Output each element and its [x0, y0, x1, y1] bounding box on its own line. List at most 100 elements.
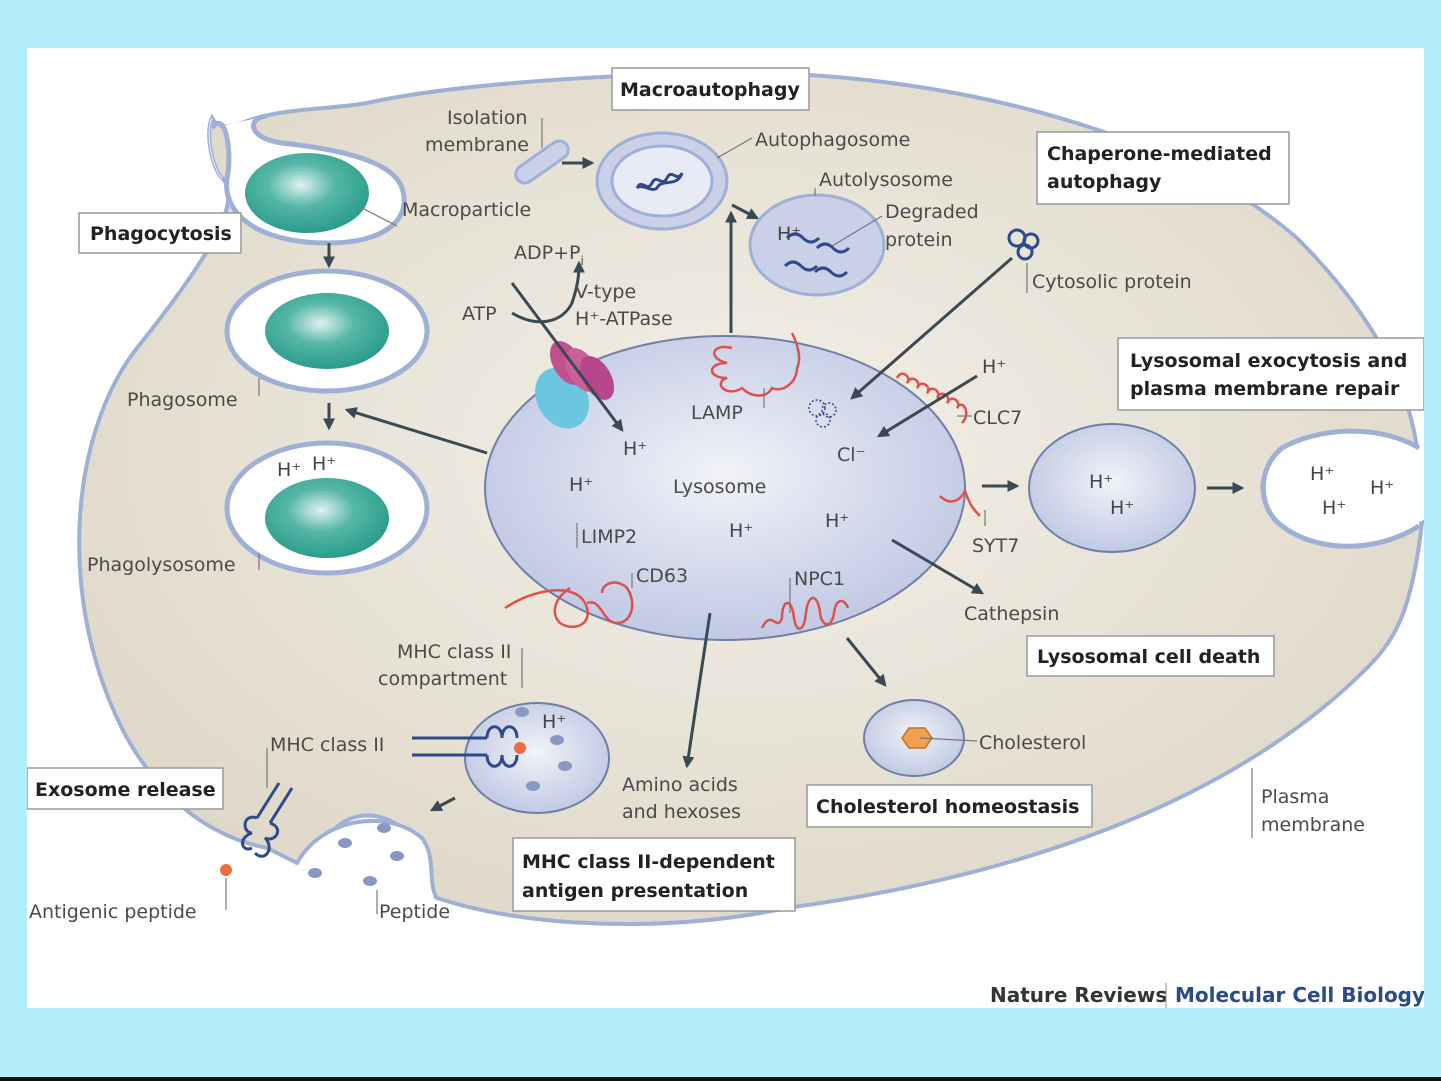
cholesterol-label: Cholesterol	[979, 732, 1086, 754]
lysosome	[484, 335, 966, 641]
adp-subscript: i	[580, 254, 583, 268]
process-box-cholesterol: Cholesterol homeostasis	[806, 784, 1093, 828]
arrow-cholesterol	[845, 637, 887, 687]
process-box-phagocytosis: Phagocytosis	[78, 212, 242, 254]
surface-mhc-class-ii	[241, 815, 280, 858]
proton-label: H⁺	[729, 520, 753, 542]
degraded-protein-fragment	[785, 232, 821, 244]
autolysosome	[748, 193, 886, 297]
peptide-dot	[558, 761, 572, 771]
process-box-exosome: Exosome release	[27, 767, 224, 810]
peptide-dot	[377, 823, 391, 833]
cell-death-title: Lysosomal cell death	[1037, 646, 1260, 668]
bottom-edge	[0, 1077, 1441, 1081]
exosome-pocket	[295, 818, 439, 900]
degraded-protein-fragment	[815, 242, 851, 254]
lysosome-label: Lysosome	[673, 476, 766, 498]
mhc-title-2: antigen presentation	[522, 880, 748, 902]
proton-label: H⁺	[569, 474, 593, 496]
exosome-release-title: Exosome release	[35, 779, 216, 801]
exocytosis-title-2: plasma membrane repair	[1130, 378, 1400, 400]
npc1-protein	[760, 596, 850, 630]
proton-label: H⁺	[1370, 477, 1394, 499]
diagram-canvas: Macroautophagy Phagocytosis Chaperone-me…	[27, 67, 1424, 1008]
macroparticle-label: Macroparticle	[402, 199, 531, 221]
cd63-label: CD63	[636, 565, 688, 587]
macroparticle-2	[265, 293, 389, 369]
atp-label: ATP	[462, 303, 497, 325]
isolation-membrane-label: Isolation	[447, 107, 527, 129]
isolation-membrane-label-2: membrane	[425, 134, 529, 156]
arrow-nutrient-export	[682, 612, 712, 769]
degraded-protein-label-2: protein	[885, 229, 953, 251]
mhc-compartment-label-2: compartment	[378, 668, 507, 690]
lamp-protein	[710, 332, 801, 397]
degraded-protein-fragment	[783, 260, 819, 272]
arrow-lysosome-to-phagosome	[344, 407, 488, 455]
fusion-pore	[1260, 428, 1421, 549]
phagocytosis-title: Phagocytosis	[90, 223, 232, 245]
journal-credit: Nature Reviews	[990, 983, 1167, 1007]
peptide-label: Peptide	[379, 901, 450, 923]
exocytosis-title-1: Lysosomal exocytosis and	[1130, 350, 1407, 372]
antigen-peptide-icon	[514, 742, 526, 754]
proton-label: H⁺	[312, 453, 336, 475]
limp2-label: LIMP2	[581, 526, 637, 548]
cholesterol-homeostasis-title: Cholesterol homeostasis	[816, 796, 1079, 818]
process-box-exocytosis: Lysosomal exocytosis and plasma membrane…	[1117, 337, 1424, 411]
peptide-dot	[308, 868, 322, 878]
cathepsin-label: Cathepsin	[964, 603, 1059, 625]
macroautophagy-title: Macroautophagy	[620, 79, 800, 101]
chaperone-title-1: Chaperone-mediated	[1047, 143, 1272, 165]
autolysosome-label: Autolysosome	[819, 169, 953, 191]
phagolysosome-label: Phagolysosome	[87, 554, 236, 576]
limp2-protein	[504, 586, 589, 629]
process-box-macroautophagy: Macroautophagy	[611, 67, 810, 111]
v-type-atpase-icon	[535, 341, 615, 429]
antigenic-peptide-icon	[220, 864, 232, 876]
proton-label: H⁺	[982, 356, 1006, 378]
unfolded-cytosolic-protein-icon	[808, 399, 837, 428]
proton-label: H⁺	[277, 459, 301, 481]
adp-text: ADP+P	[514, 242, 580, 264]
cargo-protein-icon	[635, 172, 684, 191]
autophagosome-label: Autophagosome	[755, 129, 910, 151]
mhc-compartment-label: MHC class II	[397, 641, 511, 663]
arrow-exosome	[429, 796, 456, 812]
syt7-label: SYT7	[972, 535, 1019, 557]
arrow-autophagosome-to-autolysosome	[731, 203, 760, 220]
surface-mhc-stalk	[255, 782, 281, 819]
surface-mhc-stalk	[268, 787, 294, 824]
arrow-proton-pump	[510, 282, 624, 432]
plasma-membrane-label-2: membrane	[1261, 814, 1365, 836]
peptide-dot	[526, 781, 540, 791]
peptide-dot	[363, 876, 377, 886]
plasma-membrane-label: Plasma	[1261, 786, 1329, 808]
arrow-chloride-transport	[876, 374, 978, 438]
secretory-lysosome	[1028, 423, 1196, 553]
process-box-cell-death: Lysosomal cell death	[1026, 635, 1275, 677]
mhc-class-ii-molecule	[485, 725, 519, 768]
proton-label: H⁺	[1310, 463, 1334, 485]
npc1-label: NPC1	[794, 568, 845, 590]
syt7-protein	[939, 487, 981, 517]
v-type-atpase-label-2: H⁺-ATPase	[575, 308, 673, 330]
phagosome-label: Phagosome	[127, 389, 238, 411]
journal-section-credit: Molecular Cell Biology	[1175, 983, 1424, 1007]
arrow-chaperone-mediated	[850, 256, 1013, 400]
v-type-atpase-label: V-type	[575, 281, 636, 303]
macroparticle-1	[245, 153, 369, 233]
peptide-dot	[515, 707, 529, 717]
macroparticle-3	[265, 478, 389, 558]
process-box-mhc: MHC class II-dependent antigen presentat…	[512, 837, 796, 912]
arrow-cathepsin-release	[891, 538, 985, 595]
peptide-dot	[390, 851, 404, 861]
arrow-atp-hydrolysis	[511, 260, 585, 324]
cytosolic-protein-icon	[1007, 228, 1040, 261]
cd63-protein	[586, 581, 634, 625]
peptide-dot	[338, 838, 352, 848]
cytosolic-protein-label: Cytosolic protein	[1032, 271, 1192, 293]
degraded-protein-label: Degraded	[885, 201, 979, 223]
proton-label: H⁺	[623, 438, 647, 460]
proton-label: H⁺	[825, 510, 849, 532]
